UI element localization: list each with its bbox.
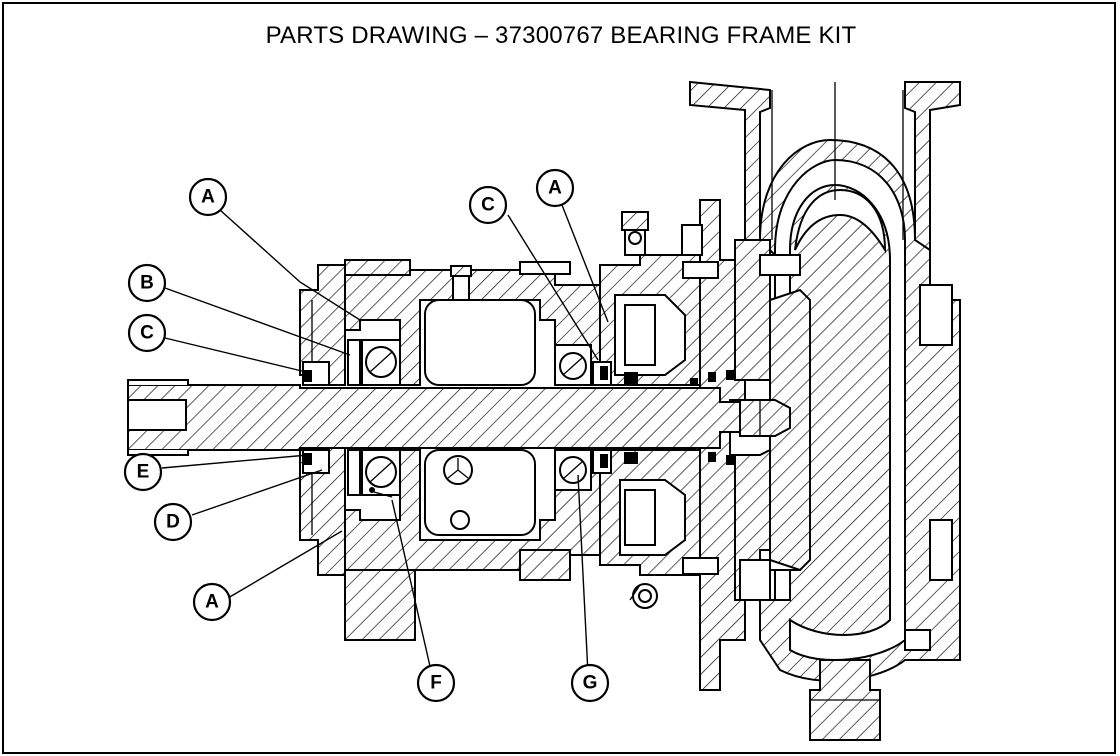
- outboard-bearing: [347, 339, 401, 496]
- pump-shaft: [127, 379, 791, 456]
- adapter-backplate: [681, 199, 811, 691]
- callout-f: F: [416, 663, 456, 703]
- svg-text:A: A: [548, 178, 562, 199]
- inboard-bearing: [554, 344, 592, 491]
- svg-text:C: C: [481, 195, 495, 216]
- callout-e: E: [123, 452, 163, 492]
- callout-a-center: A: [535, 168, 575, 208]
- callout-b: B: [127, 263, 167, 303]
- drawing-title: PARTS DRAWING – 37300767 BEARING FRAME K…: [265, 22, 857, 49]
- callout-g: G: [570, 663, 610, 703]
- seal-housing: [599, 211, 719, 609]
- svg-text:B: B: [140, 273, 154, 294]
- svg-text:A: A: [201, 187, 215, 208]
- svg-text:D: D: [166, 512, 180, 533]
- svg-text:G: G: [583, 673, 598, 694]
- callout-c-center: C: [468, 185, 508, 225]
- lip-seals: [302, 361, 736, 474]
- svg-text:F: F: [430, 673, 442, 694]
- callout-a-upper-left: A: [188, 177, 228, 217]
- bearing-frame: [344, 259, 601, 641]
- svg-text:C: C: [140, 323, 154, 344]
- callout-a-lower-left: A: [192, 582, 232, 622]
- leader-lines: [161, 204, 609, 676]
- svg-text:A: A: [205, 592, 219, 613]
- callout-c-left: C: [127, 313, 167, 353]
- callout-d: D: [153, 502, 193, 542]
- svg-text:E: E: [137, 462, 150, 483]
